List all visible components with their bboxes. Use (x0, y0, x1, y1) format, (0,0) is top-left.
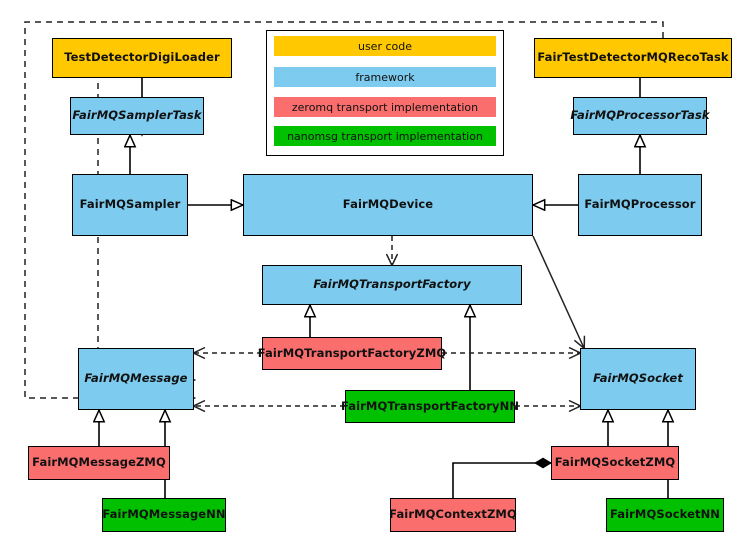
legend-item-nanomsg: nanomsg transport implementation (274, 126, 496, 146)
class-node-FairMQProcessorTask[interactable]: FairMQProcessorTask (570, 97, 710, 135)
class-node-FairMQSampler[interactable]: FairMQSampler (72, 174, 188, 236)
class-node-FairMQProcessor[interactable]: FairMQProcessor (578, 174, 702, 236)
edge-recotask-to-message (24, 21, 664, 398)
class-node-FairMQSocket[interactable]: FairMQSocket (580, 348, 696, 410)
class-node-TestDetectorDigiLoader[interactable]: TestDetectorDigiLoader (52, 38, 232, 78)
class-node-FairMQMessage[interactable]: FairMQMessage (78, 348, 194, 410)
class-node-FairMQSocketNN[interactable]: FairMQSocketNN (606, 498, 724, 532)
class-node-FairMQSocketZMQ[interactable]: FairMQSocketZMQ (551, 446, 679, 480)
class-node-FairMQSamplerTask[interactable]: FairMQSamplerTask (70, 97, 204, 135)
legend-item-zeromq: zeromq transport implementation (274, 97, 496, 117)
class-node-FairMQTransportFactoryNN[interactable]: FairMQTransportFactoryNN (341, 390, 519, 423)
class-node-FairMQContextZMQ[interactable]: FairMQContextZMQ (389, 498, 517, 532)
class-node-FairTestDetectorMQRecoTask[interactable]: FairTestDetectorMQRecoTask (534, 38, 732, 78)
edge-device-to-socket (532, 235, 584, 348)
class-node-FairMQMessageNN[interactable]: FairMQMessageNN (102, 498, 226, 532)
legend-item-user-code: user code (274, 36, 496, 56)
legend-item-framework: framework (274, 67, 496, 87)
class-node-FairMQDevice[interactable]: FairMQDevice (243, 174, 533, 236)
edge-socketzmq-owns-contextzmq (452, 457, 552, 498)
class-node-FairMQTransportFactoryZMQ[interactable]: FairMQTransportFactoryZMQ (258, 337, 446, 370)
class-node-FairMQMessageZMQ[interactable]: FairMQMessageZMQ (28, 446, 170, 480)
class-node-FairMQTransportFactory[interactable]: FairMQTransportFactory (262, 265, 522, 305)
